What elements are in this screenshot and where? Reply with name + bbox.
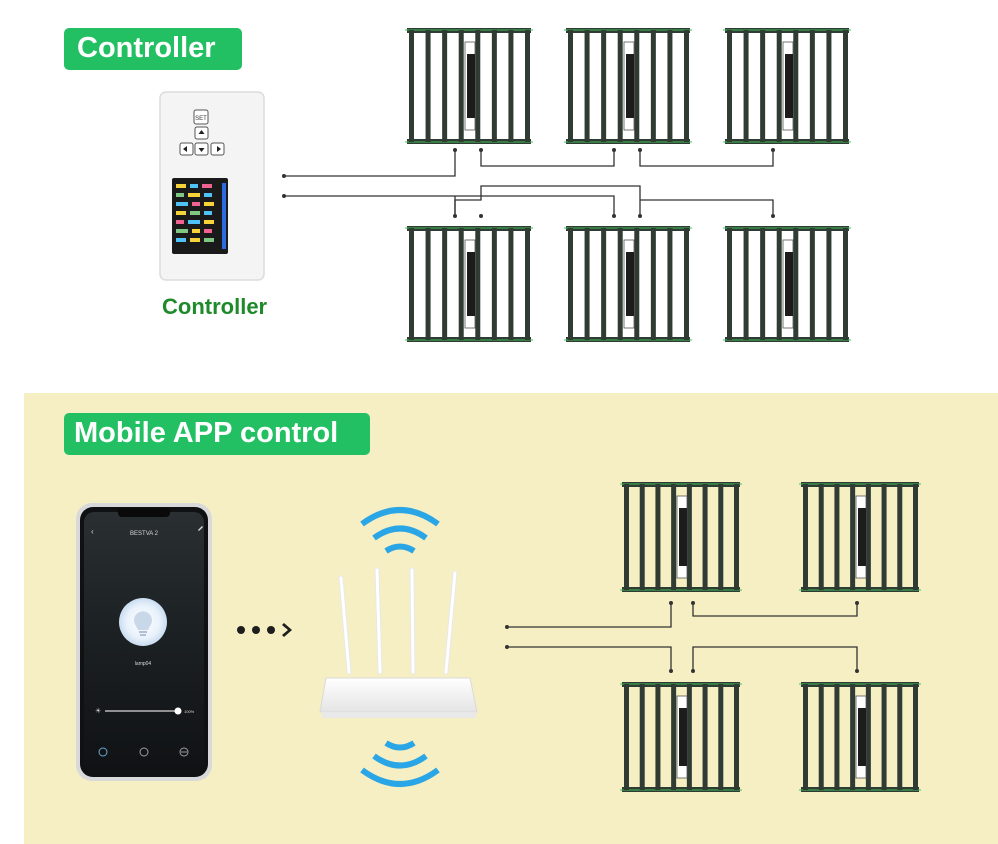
timer-tab-icon[interactable] xyxy=(139,747,149,757)
mobile-app-section-label: Mobile APP control xyxy=(64,413,370,455)
slider-handle[interactable] xyxy=(174,707,182,715)
grow-light-fixtures xyxy=(405,28,921,792)
grow-light-fixture xyxy=(405,28,533,144)
signal-arrow-icon xyxy=(237,623,292,637)
controller-wire-nodes xyxy=(282,148,775,218)
edit-icon[interactable] xyxy=(198,526,203,531)
brightness-value: 100% xyxy=(184,709,195,714)
wifi-signal-icon-top xyxy=(360,507,440,554)
wifi-signal-icon-bottom xyxy=(360,740,440,787)
phone-app-title: BESTVA 2 xyxy=(130,531,159,537)
app-wiring xyxy=(507,603,858,671)
power-tab-icon[interactable] xyxy=(98,747,108,757)
controller-screen-readouts xyxy=(176,183,226,249)
app-wire-nodes xyxy=(505,601,859,673)
controller-screen xyxy=(172,178,228,254)
sun-icon: ☀ xyxy=(95,707,101,715)
bulb-icon xyxy=(134,611,153,636)
grow-light-fixture xyxy=(620,482,742,592)
settings-tab-icon[interactable] xyxy=(179,747,189,757)
arrow-glyphs xyxy=(183,130,221,152)
lamp-name: lamp04 xyxy=(135,661,152,667)
grow-light-fixture xyxy=(799,482,921,592)
grow-light-fixture xyxy=(564,28,692,144)
controller-device: SET xyxy=(159,91,265,281)
controller-caption: Controller xyxy=(162,294,268,319)
grow-light-fixture xyxy=(405,226,533,342)
grow-light-fixture xyxy=(799,682,921,792)
grow-light-fixture xyxy=(723,28,851,144)
wifi-router xyxy=(319,567,478,718)
controller-section-label: Controller xyxy=(64,28,242,70)
set-key-label: SET xyxy=(195,116,207,122)
grow-light-fixture xyxy=(723,226,851,342)
grow-light-fixture xyxy=(564,226,692,342)
smartphone: ‹ BESTVA 2 lamp04 ☀ 100% xyxy=(76,503,212,781)
controller-wiring xyxy=(284,150,774,216)
grow-light-fixture xyxy=(620,682,742,792)
back-icon[interactable]: ‹ xyxy=(91,527,94,536)
